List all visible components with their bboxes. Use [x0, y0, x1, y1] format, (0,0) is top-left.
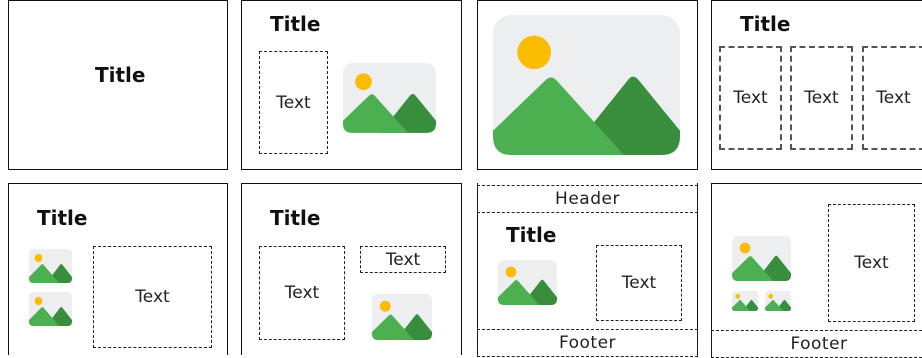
image-placeholder-icon: [732, 291, 758, 311]
layout-thumbnail-title-images-text[interactable]: Title Text: [8, 183, 228, 355]
header-placeholder: Header: [477, 185, 698, 213]
image-placeholder-icon: [732, 236, 791, 281]
text-placeholder: Text: [93, 246, 212, 348]
slide-title: Title: [506, 223, 557, 247]
text-placeholder: Text: [862, 46, 922, 150]
layout-thumbnail-image-only[interactable]: [477, 0, 698, 170]
image-placeholder-icon: [498, 260, 557, 305]
image-placeholder-icon: [493, 15, 680, 155]
slide-title: Title: [270, 12, 321, 36]
footer-placeholder: Footer: [477, 329, 698, 357]
layout-thumbnail-title-text-image[interactable]: Title Text: [241, 0, 462, 170]
image-placeholder-icon: [765, 291, 791, 311]
caption-placeholder: Text: [360, 246, 446, 273]
layout-thumbnail-three-columns[interactable]: Title Text Text Text: [711, 0, 922, 170]
text-placeholder: Text: [596, 245, 682, 321]
image-placeholder-icon: [343, 63, 436, 133]
slide-title: Title: [740, 12, 791, 36]
slide-title: Title: [37, 206, 88, 230]
image-placeholder-icon: [29, 249, 72, 283]
text-placeholder: Text: [259, 246, 345, 340]
image-placeholder-icon: [372, 294, 432, 340]
layout-thumbnail-title-only[interactable]: Title: [8, 0, 228, 170]
slide-title: Title: [95, 63, 146, 87]
slide-title: Title: [270, 206, 321, 230]
layout-thumbnail-header-footer[interactable]: Header Title Text Footer: [477, 183, 698, 357]
footer-placeholder: Footer: [711, 330, 922, 358]
layout-thumbnail-title-text-caption-image[interactable]: Title Text Text: [241, 183, 462, 355]
image-placeholder-icon: [29, 292, 72, 326]
text-placeholder: Text: [828, 204, 915, 322]
text-placeholder: Text: [719, 46, 782, 150]
text-placeholder: Text: [259, 51, 328, 154]
text-placeholder: Text: [790, 46, 853, 150]
layout-thumbnail-images-text-footer[interactable]: Text Footer: [711, 183, 922, 358]
